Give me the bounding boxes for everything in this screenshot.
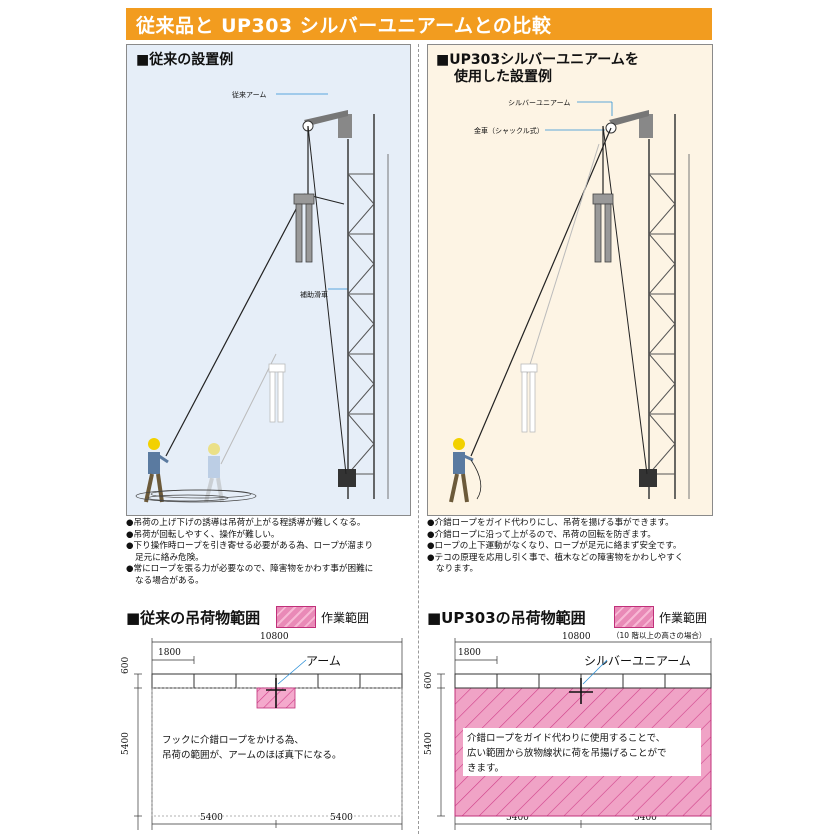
list-item: 足元に絡み危険。 — [135, 552, 204, 563]
right-arm-label: シルバーユニアーム — [508, 99, 571, 107]
work-area-legend-swatch — [276, 606, 316, 628]
right-bullet-list: ●介錯ロープをガイド代わりにし、吊荷を揚げる事ができます。 ●介錯ロープに沿って… — [427, 518, 683, 576]
right-range-note-line2: 広い範囲から放物線状に荷を吊揚げることがで — [467, 748, 667, 759]
work-area-legend-swatch — [614, 606, 654, 628]
column-divider — [418, 44, 419, 834]
left-range-diagram — [134, 638, 403, 830]
right-legend-label: 作業範囲 — [659, 611, 708, 625]
right-dim-bottom-left: 5400 — [506, 813, 529, 823]
right-dim-total: 10800 — [562, 632, 591, 642]
right-illustration-panel — [427, 44, 713, 516]
left-bullet-list: ●吊荷の上げ下げの誘導は吊荷が上がる程誘導が難しくなる。 ●吊荷が回転しやすく、… — [126, 518, 373, 588]
right-dim-bottom-right: 5400 — [634, 813, 657, 823]
left-dim-bottom-right: 5400 — [330, 813, 353, 823]
right-arm-callout: シルバーユニアーム — [584, 654, 691, 668]
left-arm-label: 従来アーム — [232, 91, 267, 99]
left-dim-bottom-left: 5400 — [200, 813, 223, 823]
list-item: ●テコの原理を応用し引く事で、植木などの障害物をかわしやすく — [427, 552, 684, 563]
list-item: ●介錯ロープに沿って上がるので、吊荷の回転を防ぎます。 — [427, 529, 656, 540]
left-range-note-line2: 吊荷の範囲が、アームのほぼ真下になる。 — [162, 750, 342, 761]
right-range-diagram — [437, 638, 712, 830]
right-range-note-line1: 介錯ロープをガイド代わりに使用することで、 — [467, 733, 666, 744]
left-arm-callout: アーム — [306, 654, 341, 668]
page-title: 従来品と UP303 シルバーユニアームとの比較 — [136, 15, 552, 37]
shackle-pulley-label: 金車（シャックル式） — [474, 127, 544, 135]
list-item: ●下り操作時ロープを引き寄せる必要がある為、ロープが溜まり — [126, 541, 374, 552]
right-panel-title-line2: 使用した設置例 — [454, 69, 552, 85]
list-item: なる場合がある。 — [135, 575, 204, 586]
aux-pulley-label: 補助滑車 — [300, 291, 328, 299]
left-dim-span: 1800 — [158, 648, 181, 658]
header-banner — [126, 8, 712, 40]
right-dim-span: 1800 — [458, 648, 481, 658]
list-item: ●介錯ロープをガイド代わりにし、吊荷を揚げる事ができます。 — [427, 518, 674, 528]
list-item: ●吊荷が回転しやすく、操作が難しい。 — [126, 529, 280, 540]
left-installation-illustration — [135, 93, 389, 503]
list-item: ●常にロープを張る力が必要なので、障害物をかわす事が困難に — [126, 564, 374, 575]
left-illustration-panel — [126, 44, 411, 516]
right-legend-note: （10 階以上の高さの場合） — [612, 631, 707, 640]
right-range-title: ■UP303の吊荷物範囲 — [427, 609, 586, 627]
left-range-title: ■従来の吊荷物範囲 — [126, 609, 261, 627]
list-item: ●吊荷の上げ下げの誘導は吊荷が上がる程誘導が難しくなる。 — [126, 518, 366, 528]
left-range-note-line1: フックに介錯ロープをかける為、 — [162, 735, 304, 746]
left-legend-label: 作業範囲 — [321, 611, 370, 625]
right-installation-illustration — [449, 101, 690, 503]
left-dim-total: 10800 — [260, 632, 289, 642]
list-item: ●ロープの上下運動がなくなり、ロープが足元に絡まず安全です。 — [427, 541, 682, 552]
left-panel-title: ■従来の設置例 — [136, 52, 234, 68]
list-item: なります。 — [436, 564, 479, 575]
right-panel-title-line1: ■UP303シルバーユニアームを — [436, 52, 639, 68]
right-range-note-line3: きます。 — [467, 763, 505, 774]
